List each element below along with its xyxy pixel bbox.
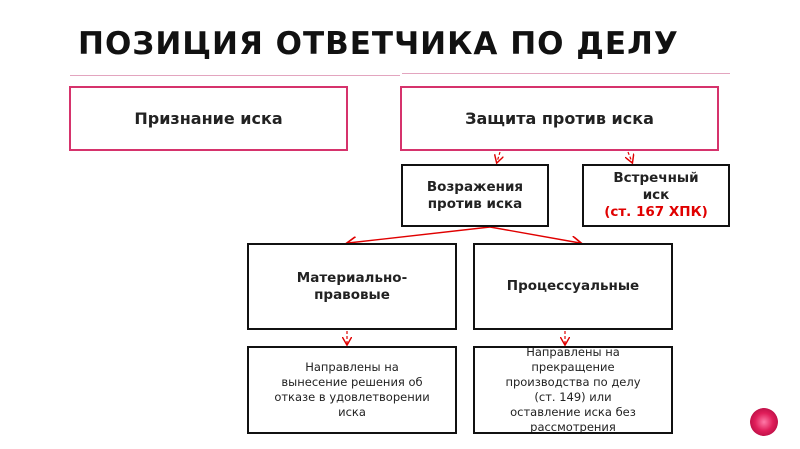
decorative-circle-icon (750, 408, 778, 436)
arrow-defense-counterclaim (628, 151, 632, 162)
counterclaim-box: Встречный иск (ст. 167 ХПК) (582, 164, 730, 227)
title-divider-left (70, 75, 400, 76)
counterclaim-label-line1: Встречный (613, 170, 699, 187)
procedural-desc-box: Направлены на прекращение производства п… (473, 346, 673, 434)
arrow-objections-procedural (489, 226, 580, 243)
substantive-desc-box: Направлены на вынесение решения об отказ… (247, 346, 457, 434)
substantive-desc-line1: Направлены на (305, 360, 399, 375)
admission-box: Признание иска (69, 86, 348, 151)
procedural-desc-line3: производства по делу (505, 375, 641, 390)
procedural-desc-line6: рассмотрения (530, 419, 616, 434)
procedural-label: Процессуальные (506, 278, 640, 295)
procedural-desc-line4: (ст. 149) или (534, 390, 612, 404)
title-divider-right (402, 73, 730, 74)
counterclaim-article-ref: (ст. 167 ХПК) (604, 203, 708, 220)
substantive-desc-line3: отказе в удовлетворении (274, 390, 430, 404)
substantive-label-line1: Материально- (296, 269, 408, 286)
substantive-desc-line2: вынесение решения об (281, 375, 423, 390)
procedural-desc-line5: оставление иска без (510, 404, 636, 419)
substantive-box: Материально- правовые (247, 243, 457, 330)
objections-label-line1: Возражения (426, 178, 524, 195)
defense-box: Защита против иска (400, 86, 719, 151)
counterclaim-label-line2: иск (642, 187, 670, 204)
arrow-objections-substantive (348, 226, 491, 243)
admission-label: Признание иска (134, 108, 283, 128)
procedural-desc-line2: прекращение (531, 360, 615, 375)
objections-label-line2: против иска (427, 195, 523, 212)
substantive-desc-line4: иска (338, 404, 366, 419)
procedural-desc-line1: Направлены на (526, 346, 620, 360)
objections-box: Возражения против иска (401, 164, 549, 227)
defense-label: Защита против иска (465, 108, 654, 128)
page-title: ПОЗИЦИЯ ОТВЕТЧИКА ПО ДЕЛУ (78, 26, 679, 62)
substantive-label-line2: правовые (314, 286, 390, 303)
procedural-box: Процессуальные (473, 243, 673, 330)
arrow-defense-objections (497, 151, 500, 162)
